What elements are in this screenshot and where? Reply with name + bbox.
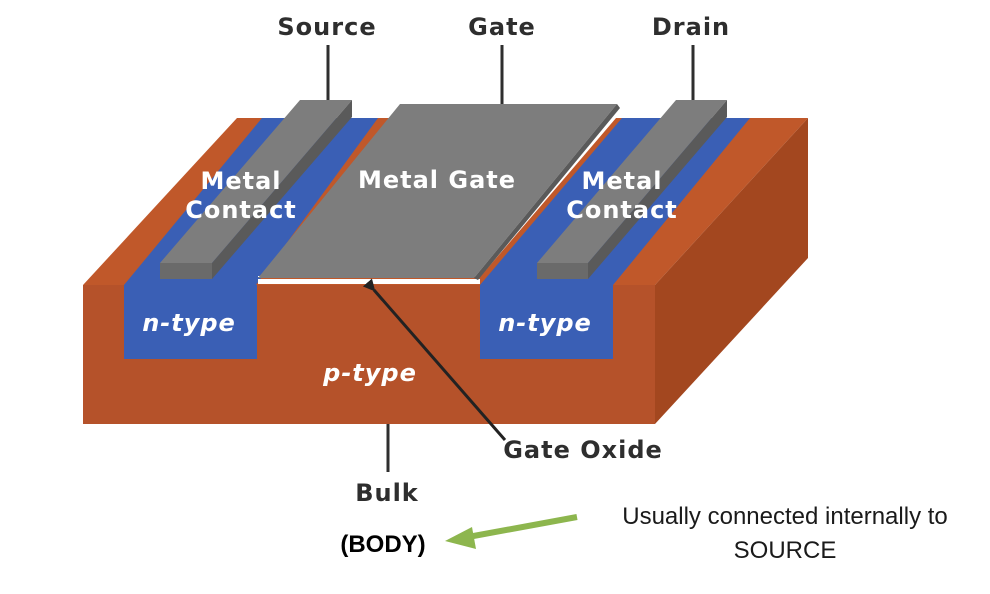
body-label: (BODY) <box>340 531 425 558</box>
note-line2: SOURCE <box>734 537 837 564</box>
metal-contact-right-front <box>537 263 588 279</box>
substrate-side <box>655 118 808 424</box>
n-type-left-well <box>124 285 257 359</box>
metal-gate-edge <box>474 104 620 280</box>
body-green-arrow-head <box>445 527 476 549</box>
gate-oxide-label: Gate Oxide <box>503 436 663 464</box>
metal-contact-left-label-line1: Metal <box>200 167 281 195</box>
n-type-right-well <box>480 285 613 359</box>
bulk-label: Bulk <box>355 479 419 507</box>
metal-contact-left-top <box>160 100 352 263</box>
n-type-left-label: n-type <box>142 309 236 337</box>
metal-contact-left-front <box>160 263 212 279</box>
metal-gate-top <box>258 104 617 278</box>
metal-contact-left-side <box>212 100 352 279</box>
metal-contact-right-label-line1: Metal <box>581 167 662 195</box>
metal-contact-right-top <box>537 100 727 263</box>
body-green-arrow-shaft <box>467 514 578 540</box>
metal-contact-right-side <box>588 100 727 279</box>
p-type-label: p-type <box>322 359 417 387</box>
drain-label: Drain <box>652 13 730 41</box>
metal-contact-left-label-line2: Contact <box>185 196 297 224</box>
metal-contact-right-label-line2: Contact <box>566 196 678 224</box>
gate-oxide-arrow <box>362 278 507 441</box>
gate-label: Gate <box>468 13 536 41</box>
n-type-right-label: n-type <box>498 309 592 337</box>
note-line1: Usually connected internally to <box>622 503 948 530</box>
gate-oxide-front <box>258 279 480 284</box>
source-label: Source <box>277 13 376 41</box>
metal-gate-label: Metal Gate <box>358 166 516 194</box>
